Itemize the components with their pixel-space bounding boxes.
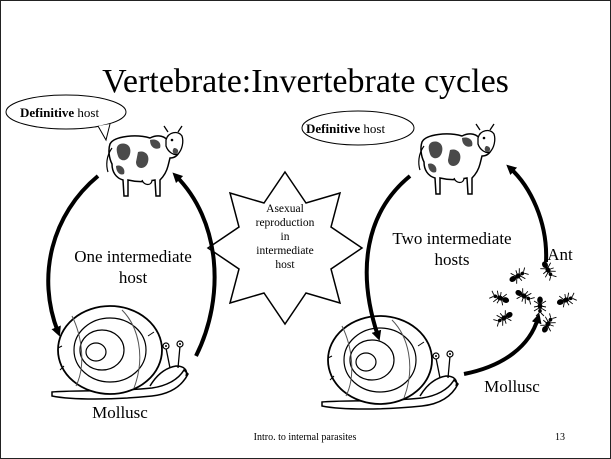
right-snail-caption: Mollusc bbox=[462, 376, 562, 397]
star-line4: intermediate bbox=[240, 244, 330, 258]
right-bubble-bold: Definitive bbox=[306, 121, 360, 136]
ant-caption: Ant bbox=[530, 244, 590, 265]
left-snail-caption: Mollusc bbox=[60, 402, 180, 423]
star-line1: Asexual bbox=[240, 202, 330, 216]
left-cow-icon bbox=[107, 126, 183, 196]
left-snail-icon bbox=[52, 306, 188, 399]
right-intermediate-label: Two intermediate hosts bbox=[372, 228, 532, 270]
star-label: Asexual reproduction in intermediate hos… bbox=[240, 202, 330, 272]
page-number: 13 bbox=[545, 432, 575, 443]
right-intermediate-line1: Two intermediate bbox=[372, 228, 532, 249]
left-intermediate-label: One intermediate host bbox=[48, 246, 218, 288]
left-bubble-bold: Definitive bbox=[20, 105, 74, 120]
snail-to-ant-arrow-icon bbox=[464, 318, 538, 374]
right-bubble-label: Definitive host bbox=[306, 121, 385, 136]
left-intermediate-line1: One intermediate bbox=[48, 246, 218, 267]
slide-title: Vertebrate:Invertebrate cycles bbox=[0, 62, 611, 102]
star-line2: reproduction bbox=[240, 216, 330, 230]
left-bubble-label: Definitive host bbox=[20, 105, 99, 120]
star-line3: in bbox=[240, 230, 330, 244]
slide-footer: Intro. to internal parasites bbox=[205, 432, 405, 443]
ant-group-icon bbox=[489, 259, 578, 335]
left-bubble-rest: host bbox=[74, 105, 99, 120]
right-intermediate-line2: hosts bbox=[372, 249, 532, 270]
star-line5: host bbox=[240, 258, 330, 272]
right-snail-icon bbox=[322, 316, 458, 409]
right-cow-icon bbox=[419, 124, 495, 194]
right-bubble-rest: host bbox=[360, 121, 385, 136]
left-intermediate-line2: host bbox=[48, 267, 218, 288]
